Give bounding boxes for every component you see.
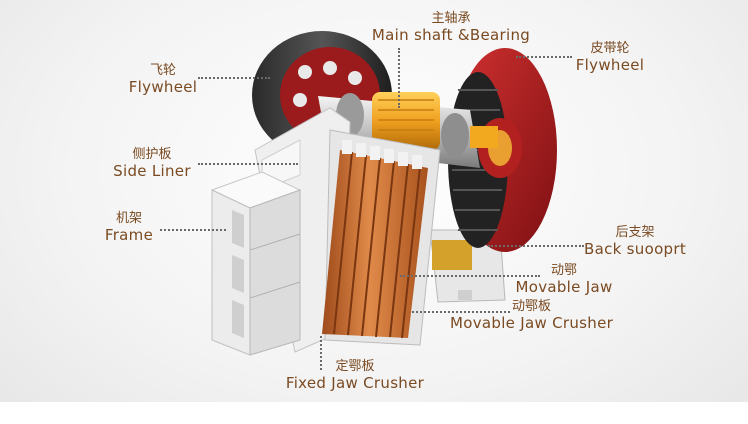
- leader-frame: [160, 229, 226, 231]
- leader-flywheel-left: [198, 77, 270, 79]
- label-movable-jaw-en: Movable Jaw: [515, 277, 613, 296]
- label-movable-jaw: 动鄂 Movable Jaw: [512, 263, 616, 296]
- leader-side-liner: [198, 163, 298, 165]
- label-back-support-en: Back suooprt: [583, 239, 687, 258]
- label-flywheel-left-en: Flywheel: [128, 77, 198, 96]
- label-side-liner-zh: 侧护板: [132, 147, 172, 162]
- label-frame-zh: 机架: [115, 211, 142, 226]
- label-flywheel-right-en: Flywheel: [575, 55, 645, 74]
- label-frame-en: Frame: [104, 225, 154, 244]
- movable-jaw-shape: [322, 129, 441, 346]
- label-movable-jaw-crusher-zh: 动鄂板: [512, 299, 552, 314]
- label-main-shaft: 主轴承 Main shaft &Bearing: [366, 11, 536, 44]
- label-main-shaft-en: Main shaft &Bearing: [371, 25, 531, 44]
- label-fixed-jaw-crusher-en: Fixed Jaw Crusher: [285, 373, 425, 392]
- label-movable-jaw-crusher: 动鄂板 Movable Jaw Crusher: [450, 299, 630, 332]
- leader-flywheel-right: [516, 56, 572, 58]
- label-main-shaft-zh: 主轴承: [431, 11, 471, 26]
- label-movable-jaw-crusher-en: Movable Jaw Crusher: [450, 313, 614, 332]
- leader-main-shaft: [398, 48, 400, 108]
- label-side-liner-en: Side Liner: [113, 161, 191, 180]
- label-fixed-jaw-crusher: 定鄂板 Fixed Jaw Crusher: [280, 359, 430, 392]
- label-back-support: 后支架 Back suooprt: [582, 225, 688, 258]
- leader-back-support: [488, 245, 584, 247]
- label-flywheel-left: 飞轮 Flywheel: [120, 63, 206, 96]
- leader-fixed-jaw-crusher: [320, 336, 322, 370]
- label-side-liner: 侧护板 Side Liner: [104, 147, 200, 180]
- label-flywheel-left-zh: 飞轮: [149, 63, 176, 78]
- leader-movable-jaw-crusher: [412, 311, 510, 313]
- label-frame: 机架 Frame: [100, 211, 158, 244]
- label-fixed-jaw-crusher-zh: 定鄂板: [335, 359, 375, 374]
- label-flywheel-right: 皮带轮 Flywheel: [570, 41, 650, 74]
- back-support-shape: [429, 229, 506, 303]
- label-flywheel-right-zh: 皮带轮: [590, 41, 630, 56]
- label-back-support-zh: 后支架: [615, 225, 655, 240]
- frame-shape: [210, 171, 302, 356]
- label-movable-jaw-zh: 动鄂: [550, 263, 577, 278]
- leader-movable-jaw: [400, 275, 540, 277]
